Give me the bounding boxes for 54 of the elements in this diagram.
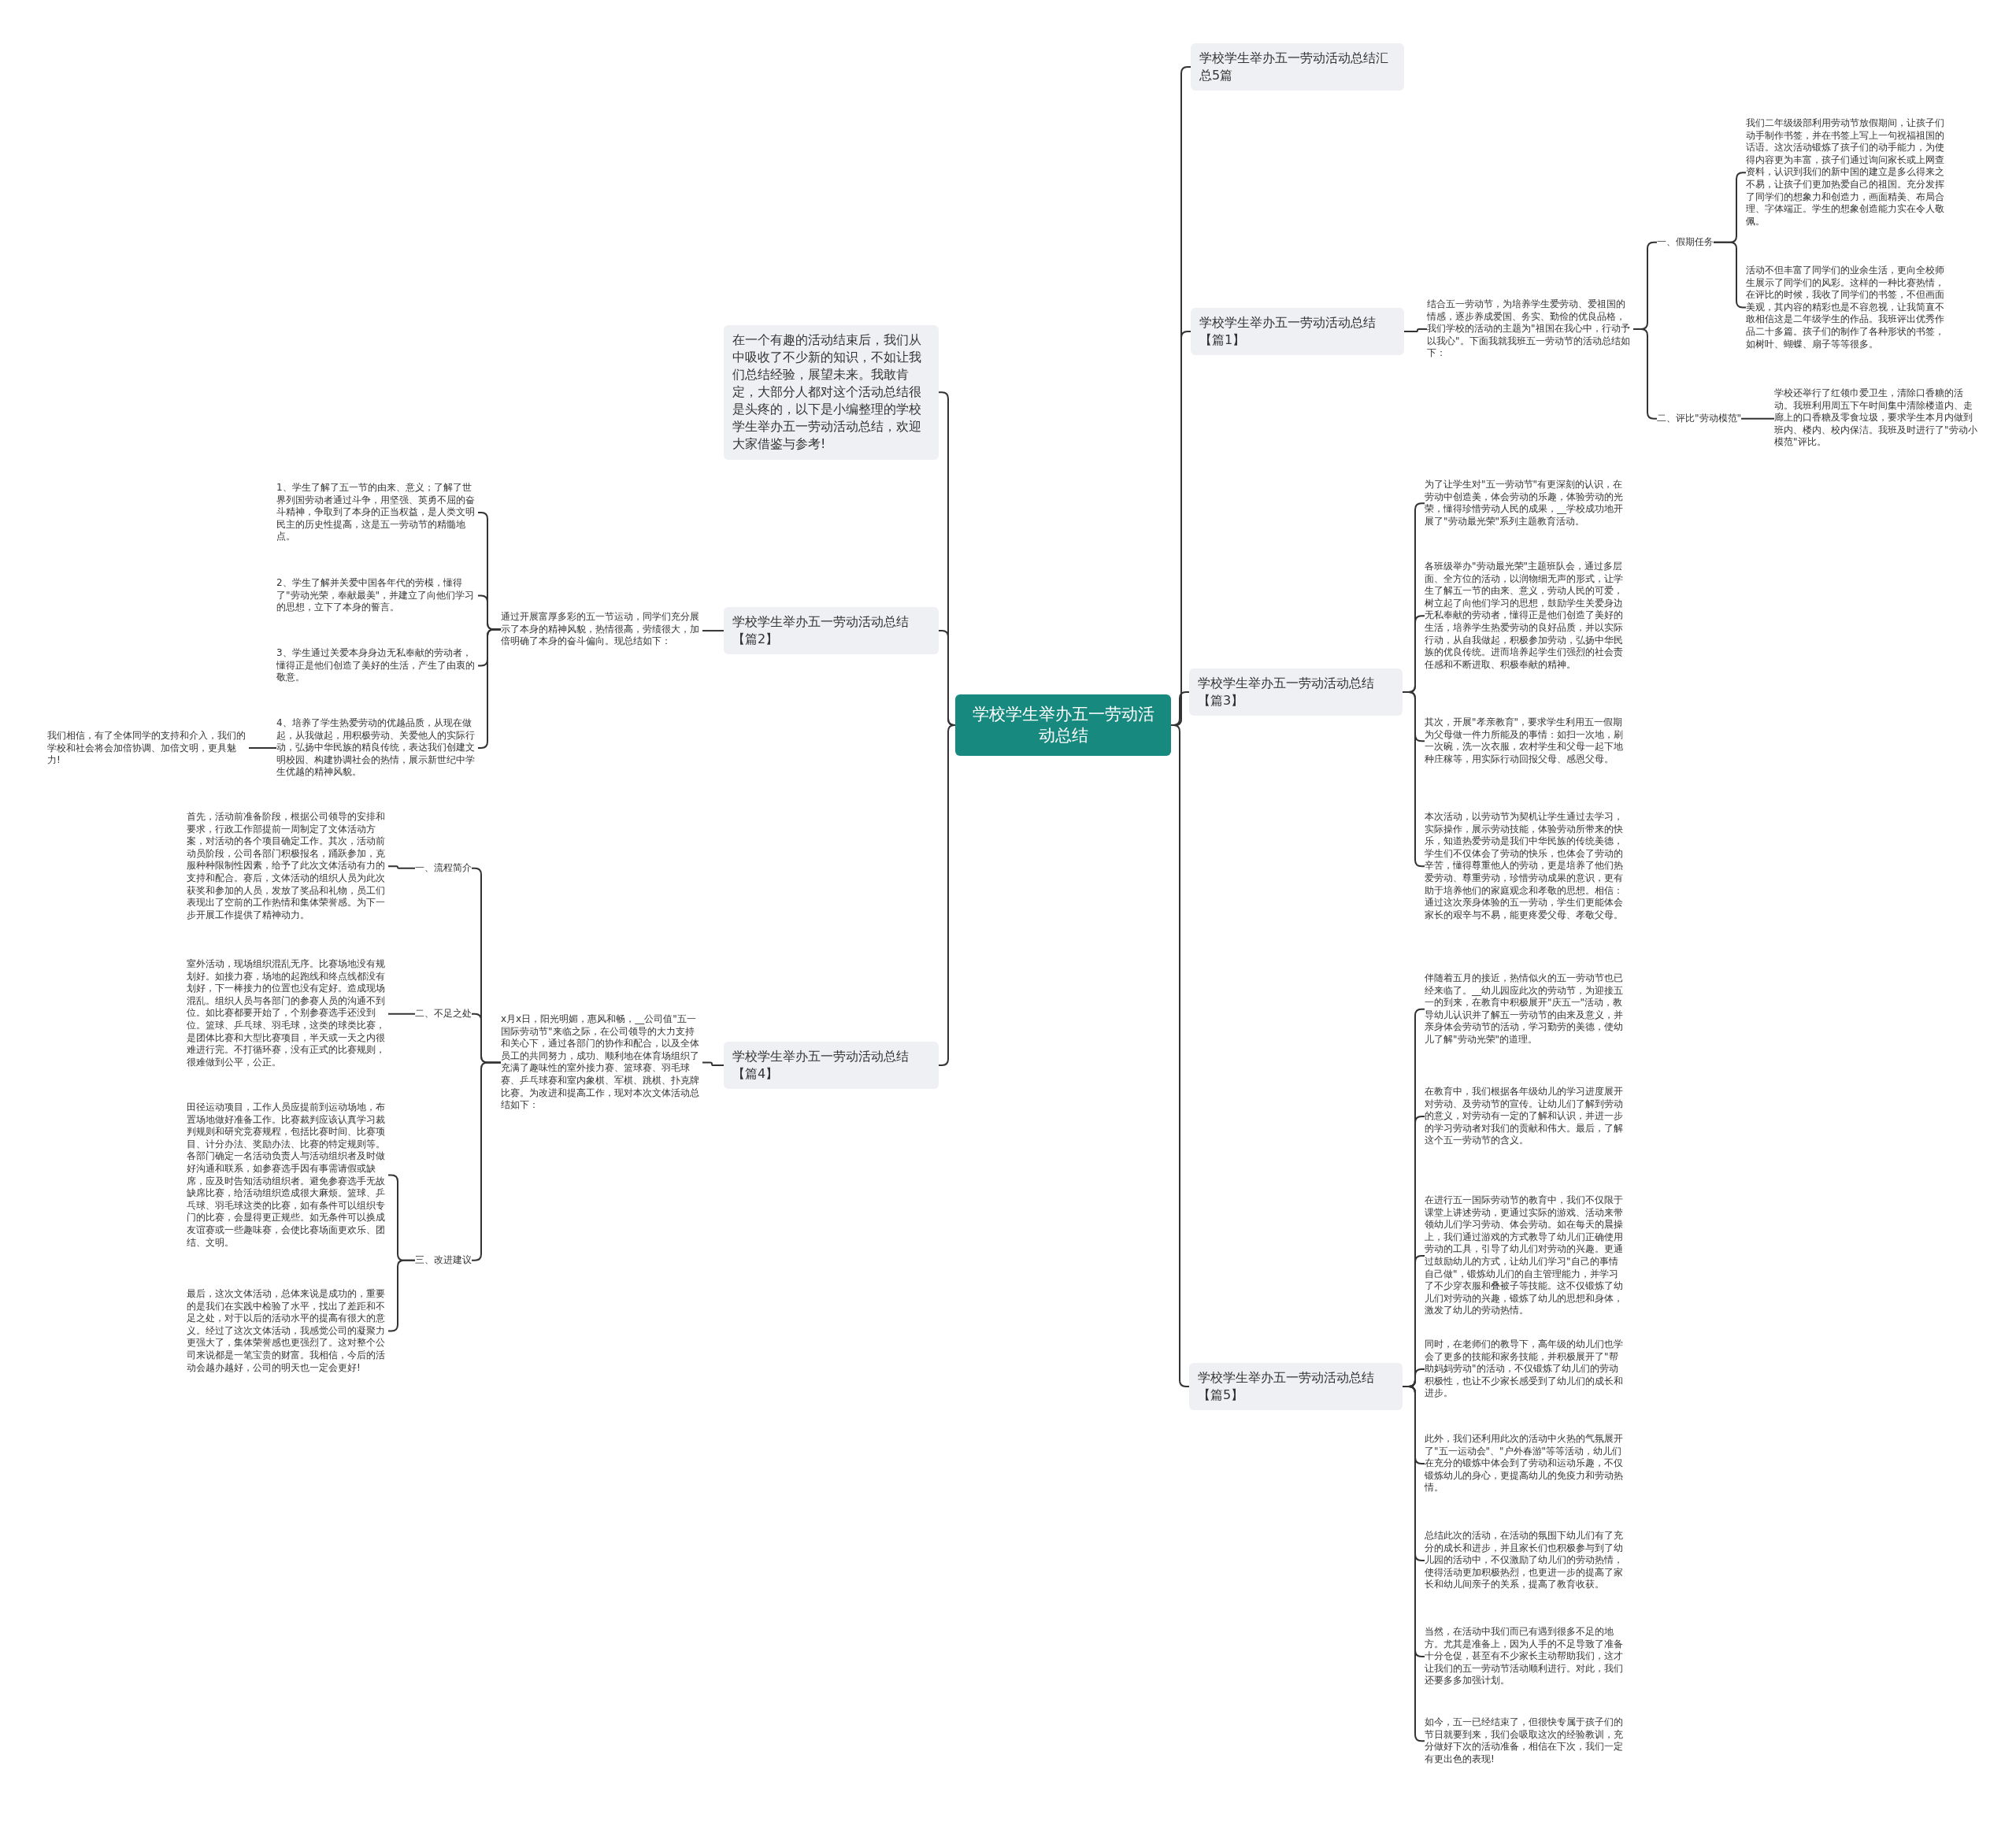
topic-box: 学校学生举办五一劳动活动总结【篇2】 — [724, 607, 939, 655]
subheading: 一、流程简介 — [415, 862, 472, 875]
paragraph: 3、学生通过关爱本身身边无私奉献的劳动者，懂得正是他们创造了美好的生活，产生了由衷的敬意。 — [276, 647, 478, 684]
paragraph: 在教育中，我们根据各年级幼儿的学习进度展开对劳动、及劳动节的宣传。让幼儿们了解到劳动的意义，对劳动有一定的了解和认识，并进一步的学习劳动者对我们的贡献和伟大。最后，了解这个五一劳动节的含义。 — [1425, 1086, 1626, 1147]
paragraph: 我们二年级级部利用劳动节放假期间，让孩子们动手制作书签，并在书签上写上一句祝福祖国的话语。这次活动锻炼了孩子们的动手能力，为使得内容更为丰富，孩子们通过询问家长或上网查资料，认识到我们的新中国的建立是多么得来之不易，让孩子们更加热爱自己的祖国。充分发挥了同学们的想象力和创造力，画面精美、布局合理、字体端正。学生的想象创造能力实在令人敬佩。 — [1746, 117, 1952, 228]
paragraph: 活动不但丰富了同学们的业余生活，更向全校师生展示了同学们的风彩。这样的一种比赛热情，在评比的时候，我收了同学们的书签，不但画面美观，其内容的精彩也是不容忽视，让我简直不敢相信这是二年级学生的作品。我班评出优秀作品二十多篇。孩子们的制作了各种形状的书签，如树叶、蝴蝶、扇子等等很多。 — [1746, 265, 1952, 351]
topic-box: 在一个有趣的活动结束后，我们从中吸收了不少新的知识，不如让我们总结经验，展望未来。我敢肯定，大部分人都对这个活动总结很是头疼的，以下是小编整理的学校学生举办五一劳动活动总结，欢迎大家借鉴与参考! — [724, 325, 939, 460]
paragraph: 当然，在活动中我们而已有遇到很多不足的地方。尤其是准备上，因为人手的不足导致了准备十分仓促，甚至有不少家长主动帮助我们，这才让我们的五一劳动节活动顺利进行。对此，我们还要多多加强计划。 — [1425, 1626, 1626, 1687]
subheading: 二、不足之处 — [415, 1008, 472, 1020]
paragraph: 室外活动，现场组织混乱无序。比赛场地没有规划好。如接力赛，场地的起跑线和终点线都没有划好，下一棒接力的位置也没有定好。造成现场混乱。组织人员与各部门的参赛人员的沟通不到位。如比赛都要开始了，个别参赛选手还没到位。篮球、乒乓球、羽毛球，这类的球类比赛，是团体比赛和大型比赛项目，半天或一天之内很难进行完。不打循环赛，没有正式的比赛规则，很难做到公平，公正。 — [187, 958, 388, 1069]
paragraph: 通过开展富厚多彩的五一节运动，同学们充分展示了本身的精神风貌，热情很高，劳绩很大，加倍明确了本身的奋斗偏向。现总结如下： — [501, 611, 702, 648]
paragraph: 4、培养了学生热爱劳动的优越品质，从现在做起，从我做起，用积极劳动、关爱他人的实际行动，弘扬中华民族的精良传统，表达我们创建文明校园、构建协调社会的热情，展示新世纪中学生优越的精神风貌。 — [276, 717, 478, 779]
connector-line — [387, 1259, 416, 1332]
paragraph: 1、学生了解了五一节的由来、意义；了解了世界列国劳动者通过斗争，用坚强、英勇不屈的奋斗精神，争取到了本身的正当权益，是人类文明民主的历史性提高，这是五一劳动节的精髓地点。 — [276, 482, 478, 543]
topic-box: 学校学生举办五一劳动活动总结【篇1】 — [1191, 308, 1404, 356]
subheading: 三、改进建议 — [415, 1254, 472, 1267]
paragraph: x月x日，阳光明媚，惠风和畅，__公司值"五一国际劳动节"来临之际，在公司领导的大力支持和关心下，通过各部门的协作和配合，以及全体员工的共同努力，成功、顺利地在体育场组织了充满了趣味性的室外接力赛、篮球赛、羽毛球赛、乒乓球赛和室内象棋、军棋、跳棋、扑克牌比赛。为改进和提高工作，现对本次文体活动总结如下： — [501, 1013, 702, 1112]
paragraph: 在进行五一国际劳动节的教育中，我们不仅限于课堂上讲述劳动，更通过实际的游戏、活动来带领幼儿们学习劳动、体会劳动。如在每天的晨操上，我们通过游戏的方式教导了幼儿们正确使用劳动的工具，引导了幼儿们对劳动的兴趣。更通过鼓励幼儿的方式，让幼儿们学习"自己的事情自己做"，锻炼幼儿们的自主管理能力，并学习了不少穿衣服和叠被子等技能。这不仅锻炼了幼儿们对劳动的兴趣，锻炼了幼儿的思想和身体，激发了幼儿的劳动热情。 — [1425, 1194, 1626, 1317]
central-topic: 学校学生举办五一劳动活动总结 — [955, 694, 1171, 756]
paragraph: 各班级举办"劳动最光荣"主题班队会，通过多层面、全方位的活动，以润物细无声的形式，让学生了解五一节的由来、意义，劳动人民的可爱，树立起了向他们学习的思想，鼓励学生关爱身边无私奉献的劳动者，懂得正是他们创造了美好的生活，培养学生热爱劳动的良好品质，并以实际行动，从自我做起，积极参加劳动，弘扬中华民族的优良传统。进而培养起学生们强烈的社会责任感和不断进取、积极奉献的精神。 — [1425, 561, 1626, 672]
connector-line — [1632, 328, 1658, 420]
connector-line — [1713, 241, 1747, 309]
topic-box: 学校学生举办五一劳动活动总结【篇5】 — [1189, 1363, 1403, 1411]
connector-line — [1402, 691, 1425, 868]
paragraph: 最后，这次文体活动，总体来说是成功的，重要的是我们在实践中检验了水平，找出了差距和不足之处，对于以后的活动水平的提高有很大的意义。经过了这次文体活动，我感觉公司的凝聚力更强大了，集体荣誉感也更强烈了。这对整个公司来说都是一笔宝贵的财富。我相信，今后的活动会越办越好，公司的明天也一定会更好! — [187, 1288, 388, 1375]
subheading: 一、假期任务 — [1657, 236, 1714, 249]
topic-box: 学校学生举办五一劳动活动总结【篇3】 — [1189, 668, 1403, 716]
paragraph: 首先，活动前准备阶段，根据公司领导的安排和要求，行政工作部提前一周制定了文体活动方案，对活动的各个项目确定工作。其次，活动前动员阶段，公司各部门积极报名，踊跃参加，克服种种限制性因素，给予了此次文体活动有力的支持和配合。赛后，文体活动的组织人员为此次获奖和参加的人员，发放了奖品和礼物，员工们表现出了空前的工作热情和集体荣誉感。为下一步开展工作提供了精神动力。 — [187, 811, 388, 922]
connector-line — [938, 724, 956, 1067]
paragraph: 为了让学生对"五一劳动节"有更深刻的认识，在劳动中创造美，体会劳动的乐趣，体验劳动的光荣，懂得珍惜劳动人民的成果，__学校成功地开展了"劳动最光荣"系列主题教育活动。 — [1425, 479, 1626, 528]
topic-box: 学校学生举办五一劳动活动总结【篇4】 — [724, 1042, 939, 1090]
paragraph: 我们相信，有了全体同学的支持和介入，我们的学校和社会将会加倍协调、加倍文明，更具魅力! — [47, 730, 249, 767]
paragraph: 此外，我们还利用此次的活动中火热的气氛展开了"五一运动会"、"户外春游"等等活动，幼儿们在充分的锻炼中体会到了劳动和运动乐趣，不仅锻炼幼儿的身心，更提高幼儿的免疫力和劳动热情。 — [1425, 1433, 1626, 1494]
connector-line — [248, 747, 277, 749]
subheading: 二、评比"劳动模范" — [1657, 413, 1742, 425]
connector-line — [702, 1061, 724, 1067]
paragraph: 学校还举行了红领巾爱卫生，清除口香糖的活动。我班利用周五下午时间集中清除楼道内、走廊上的口香糖及零食垃圾，要求学生本月内做到班内、楼内、校内保洁。我班及时进行了"劳动小模范"评比。 — [1774, 387, 1981, 449]
paragraph: 2、学生了解并关爱中国各年代的劳模，懂得了"劳动光荣，奉献最美"，并建立了向他们学习的思想，立下了本身的誓言。 — [276, 577, 478, 614]
connector-line — [702, 630, 724, 632]
connector-line — [1740, 417, 1775, 420]
paragraph: 如今，五一已经结束了，但很快专属于孩子们的节日就要到来，我们会吸取这次的经验教训，充分做好下次的活动准备，相信在下次，我们一定有更出色的表现! — [1425, 1716, 1626, 1766]
connector-line — [471, 1061, 502, 1261]
paragraph: 田径运动项目，工作人员应提前到运动场地，布置场地做好准备工作。比赛裁判应该认真学习裁判规则和研究竞赛规程，包括比赛时间、比赛项目、计分办法、奖励办法、比赛的特定规则等。各部门确定一名活动负责人与活动组织者及时做好沟通和联系，如参赛选手因有事需请假或缺席，应及时告知活动组织者。避免参赛选手无故缺席比赛，给活动组织造成很大麻烦。篮球、乒乓球、羽毛球这类的比赛，如有条件可以组织专门的比赛，会显得更正规些。如无条件可以换成友谊赛或一些趣味赛，会使比赛场面更欢乐、团结、文明。 — [187, 1101, 388, 1250]
paragraph: 其次，开展"孝亲教育"，要求学生利用五一假期为父母做一件力所能及的事情：如扫一次地，刷一次碗，洗一次衣服，农村学生和父母一起下地种庄稼等，用实际行动回报父母、感恩父母。 — [1425, 716, 1626, 766]
paragraph: 伴随着五月的接近，热情似火的五一劳动节也已经来临了。__幼儿园应此次的劳动节，为迎接五一的到来，在教育中积极展开"庆五一"活动，教导幼儿认识并了解五一劳动节的由来及意义，并亲身体会劳动节的活动，学习勤劳的美德，使幼儿了解"劳动光荣"的道理。 — [1425, 972, 1626, 1046]
paragraph: 同时，在老师们的教导下，高年级的幼儿们也学会了更多的技能和家务技能，并积极展开了"帮助妈妈劳动"的活动，不仅锻炼了幼儿们的劳动积极性，也让不少家长感受到了幼儿们的成长和进步。 — [1425, 1338, 1626, 1400]
connector-line — [387, 865, 416, 869]
paragraph: 总结此次的活动，在活动的氛围下幼儿们有了充分的成长和进步，并且家长们也积极参与到了幼儿园的活动中，不仅激励了幼儿们的劳动热情，使得活动更加积极热烈，也更进一步的提高了家长和幼儿间亲子的关系，提高了教育收获。 — [1425, 1530, 1626, 1591]
paragraph: 本次活动，以劳动节为契机让学生通过去学习，实际操作，展示劳动技能，体验劳动所带来的快乐，知道热爱劳动是我们中华民族的传统美德，学生们不仅体会了劳动的快乐，也体会了劳动的辛苦，懂得尊重他人的劳动，更是培养了他们热爱劳动、尊重劳动，珍惜劳动成果的意识，更有助于培养他们的家庭观念和孝敬的思想。相信：通过这次亲身体验的五一劳动，学生们更能体会家长的艰辛与不易，能更疼爱父母、孝敬父母。 — [1425, 811, 1626, 922]
paragraph: 结合五一劳动节，为培养学生爱劳动、爱祖国的情感，逐步养成爱国、务实、勤俭的优良品格，我们学校的活动的主题为"祖国在我心中，行动予以我心"。下面我就我班五一劳动节的活动总结如下： — [1427, 298, 1633, 360]
topic-box: 学校学生举办五一劳动活动总结汇总5篇 — [1191, 43, 1404, 91]
connector-line — [387, 1013, 416, 1015]
connector-line — [1403, 328, 1428, 333]
connector-line — [477, 628, 502, 749]
